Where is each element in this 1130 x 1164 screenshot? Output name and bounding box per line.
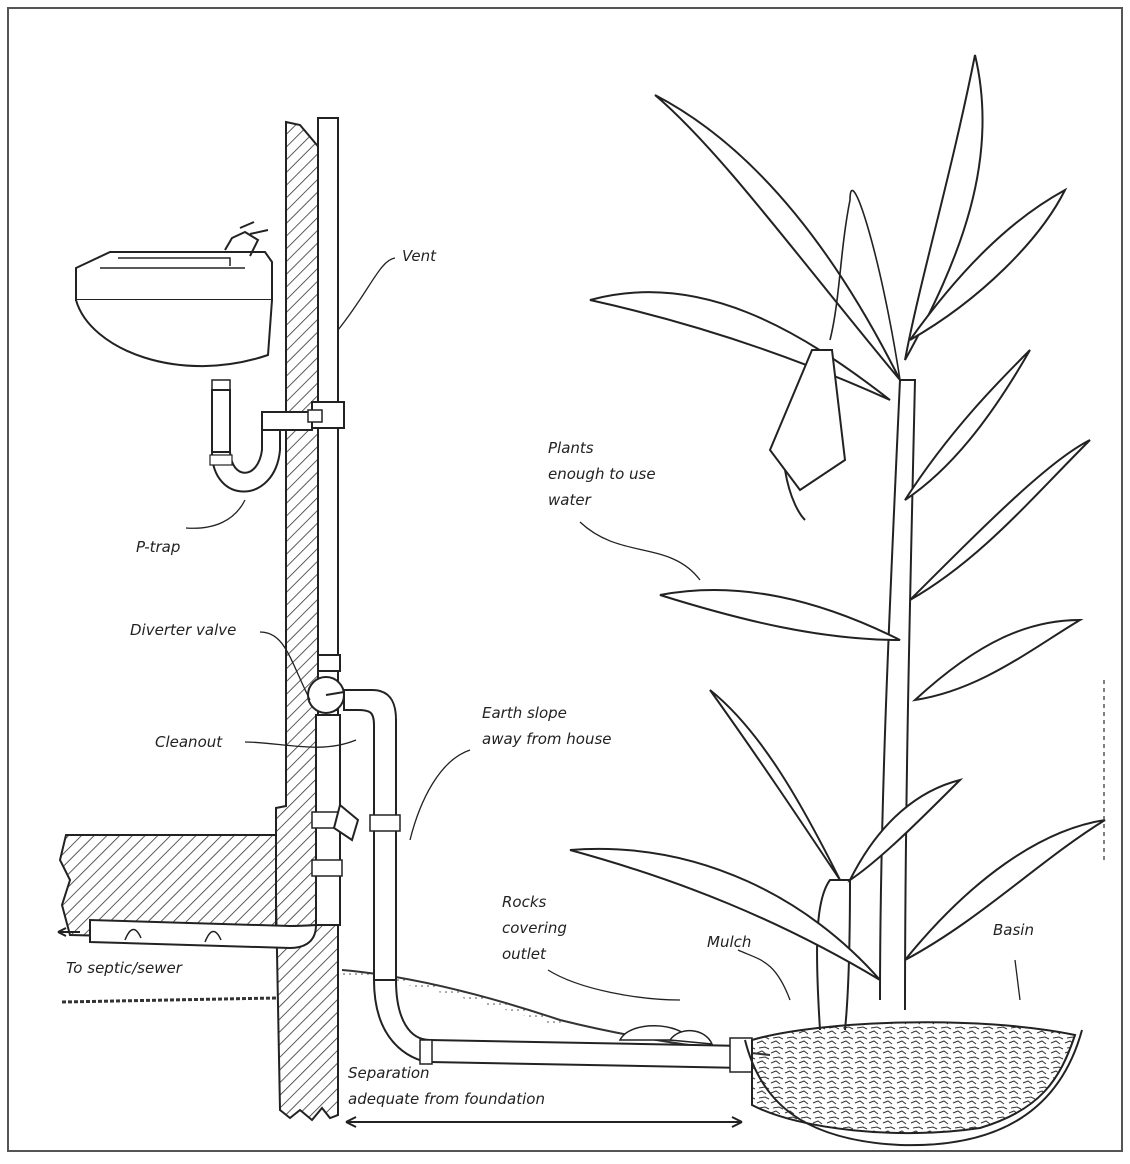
separation-arrow: [346, 1117, 742, 1127]
label-rocks-1: Rocks: [502, 892, 546, 912]
label-vent: Vent: [402, 246, 436, 266]
label-diverter-valve: Diverter valve: [130, 620, 236, 640]
sink-icon: [76, 252, 272, 390]
label-rocks-2: covering: [502, 918, 567, 938]
label-p-trap: P-trap: [136, 537, 180, 557]
label-rocks-3: outlet: [502, 944, 546, 964]
leader-basin: [1015, 960, 1020, 1000]
label-to-septic: To septic/sewer: [66, 958, 182, 978]
label-earth-1: Earth slope: [482, 703, 567, 723]
label-separation-2: adequate from foundation: [348, 1089, 545, 1109]
label-plants-3: water: [548, 490, 591, 510]
leader-plants: [580, 522, 700, 580]
label-plants-2: enough to use: [548, 464, 656, 484]
label-separation-1: Separation: [348, 1063, 430, 1083]
label-mulch: Mulch: [707, 932, 751, 952]
banana-plant-icon: [570, 55, 1105, 1030]
leader-vent: [338, 258, 395, 330]
label-cleanout: Cleanout: [155, 732, 222, 752]
leader-p-trap: [186, 500, 245, 528]
label-plants-1: Plants: [548, 438, 594, 458]
mulch-basin-icon: [745, 1022, 1082, 1145]
leader-mulch: [738, 950, 790, 1000]
label-basin: Basin: [993, 920, 1034, 940]
leader-earth: [410, 750, 470, 840]
faucet-icon: [225, 222, 268, 256]
label-earth-2: away from house: [482, 729, 612, 749]
leader-rocks: [548, 970, 680, 1000]
